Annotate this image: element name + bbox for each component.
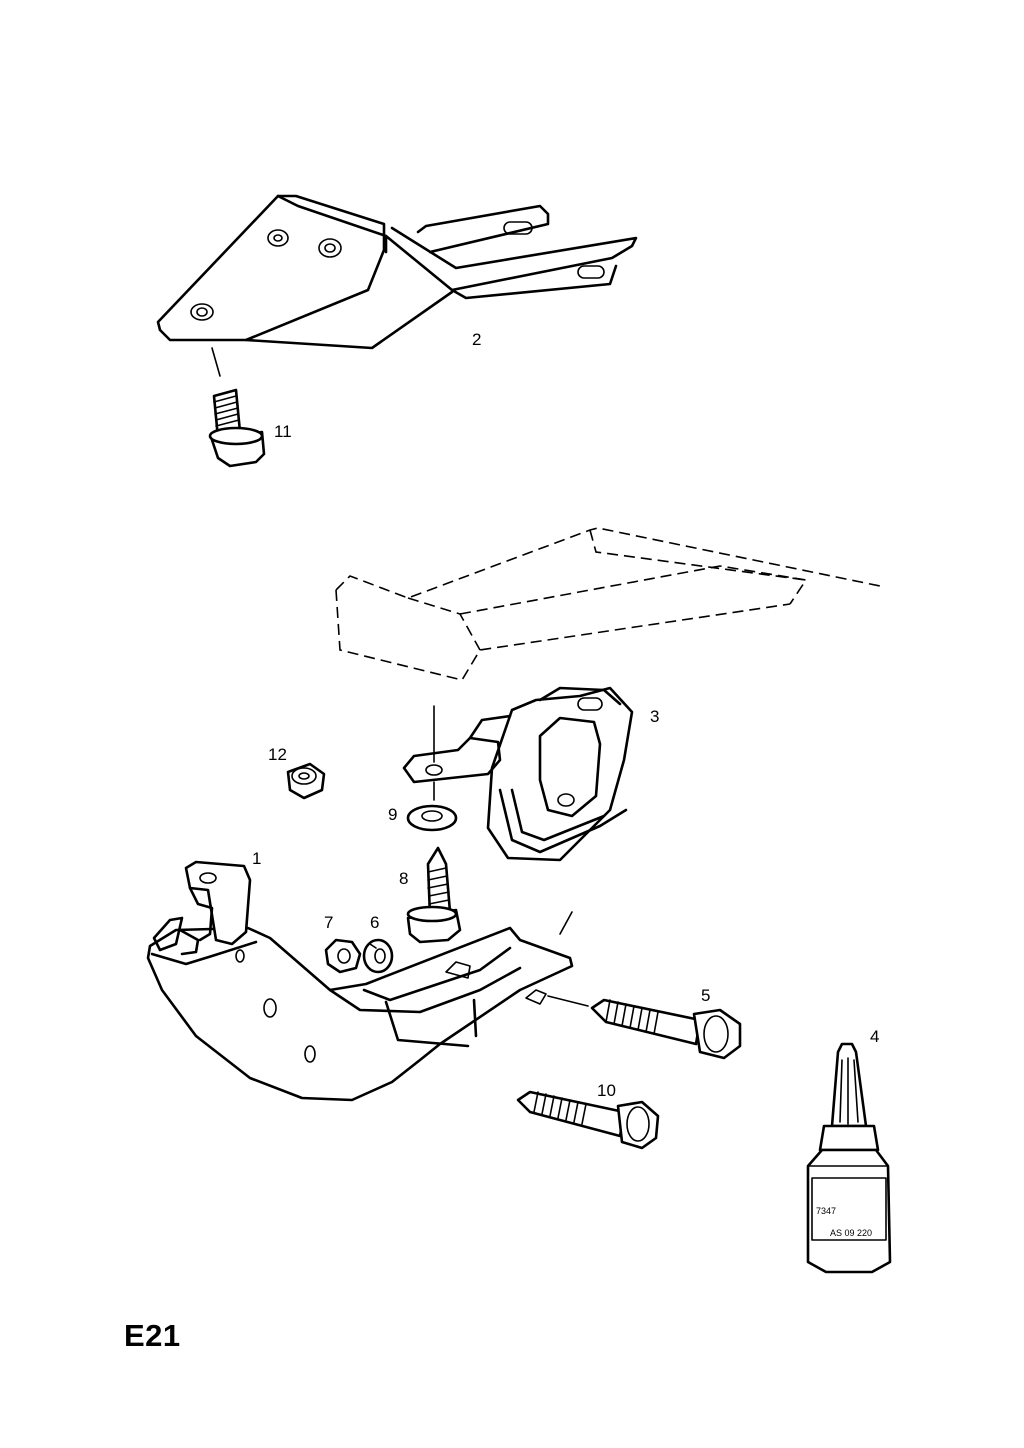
callout-9: 9 <box>388 805 397 824</box>
callout-3: 3 <box>650 707 659 726</box>
callout-12: 12 <box>268 745 287 764</box>
body-panel-outline <box>335 527 881 681</box>
callout-11: 11 <box>274 422 292 441</box>
part-12-nut <box>286 762 326 800</box>
part-6-spring-washer <box>362 938 394 974</box>
callout-4: 4 <box>870 1027 879 1046</box>
callout-1: 1 <box>252 849 261 868</box>
part-5-bolt <box>590 998 742 1060</box>
part-10-bolt <box>516 1090 660 1150</box>
part-9-washer <box>406 804 458 832</box>
callout-7: 7 <box>324 913 333 932</box>
callout-6: 6 <box>370 913 379 932</box>
callout-8: 8 <box>399 869 408 888</box>
part-11-stud-bolt <box>208 388 266 468</box>
part-3-mount-bushing <box>402 686 634 862</box>
part-2-upper-bracket <box>156 194 638 377</box>
part-7-nut <box>324 938 362 974</box>
callout-2: 2 <box>472 330 481 349</box>
bottle-label-spec: AS 09 220 <box>830 1228 872 1238</box>
page-code: E21 <box>124 1318 181 1353</box>
part-1-lower-bracket <box>146 860 589 1102</box>
bottle-label-code: 7347 <box>816 1206 836 1216</box>
part-4-adhesive-bottle: 7347 AS 09 220 <box>806 1042 892 1274</box>
callout-10: 10 <box>597 1081 616 1100</box>
callout-5: 5 <box>701 986 710 1005</box>
part-8-bolt <box>406 846 462 944</box>
